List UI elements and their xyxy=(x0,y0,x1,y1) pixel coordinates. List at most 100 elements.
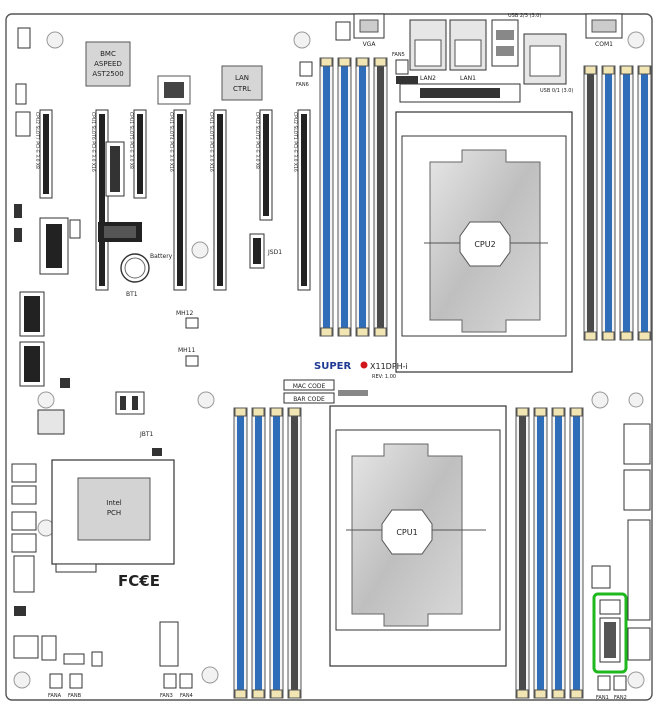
dimm-slot xyxy=(601,65,616,341)
dimm-slot xyxy=(619,65,634,341)
jbt1-jumper xyxy=(152,448,162,456)
usb-ports-label: USB 0/1 (3.0) xyxy=(540,88,573,94)
dimm-slot xyxy=(287,407,302,699)
fanb-header xyxy=(69,673,83,689)
mac-code-label xyxy=(283,379,335,391)
battery-label: Battery xyxy=(150,253,173,260)
mounting-hole xyxy=(13,671,31,689)
left-components: Battery BT1 MH12 MH11 JBT1 JSD1 xyxy=(14,27,282,456)
jumper xyxy=(69,219,81,239)
brand: SUPER X11DPH-i REV: 1.00 MAC CODE BAR CO… xyxy=(283,361,408,404)
dimm-slot xyxy=(319,57,334,337)
dimm-slot xyxy=(569,407,584,699)
io-bracket-core xyxy=(420,88,500,98)
pcie-slot-label: CPU2 SLOT1 PCI-E 3.0 X16 xyxy=(292,112,298,172)
mounting-hole xyxy=(46,31,64,49)
jsd1-core xyxy=(253,238,261,264)
lan-ctrl-label-2: CTRL xyxy=(233,85,251,93)
bar-code-text: BAR CODE xyxy=(293,396,325,403)
pcie-slot: CPU1 SLOT6 PCI-E 3.0 X16 xyxy=(90,109,109,291)
bottom-fans: FANA FANB FAN3 FAN4 FAN1 FAN2 xyxy=(48,673,627,701)
power-connectors xyxy=(591,423,651,661)
header-connector xyxy=(335,21,351,41)
fanb-label: FANB xyxy=(68,693,82,699)
pcie-slot: CPU1 SLOT4 PCI-E 3.0 X16 xyxy=(168,109,187,291)
dimm-slots xyxy=(233,57,652,699)
jpwr3-connector xyxy=(623,423,651,465)
mounting-hole xyxy=(201,666,219,684)
model-name: X11DPH-i xyxy=(370,362,408,371)
mac-code-text: MAC CODE xyxy=(293,383,326,390)
fana-header xyxy=(49,673,63,689)
dimm-slot xyxy=(233,407,248,699)
usb-port xyxy=(496,30,514,40)
m2-socket-core xyxy=(46,224,62,268)
pcie-slots: CPU2 SLOT7 PCI-E 3.0 X8 CPU1 SLOT6 PCI-E … xyxy=(34,109,311,291)
lan-ctrl-label-1: LAN xyxy=(235,74,249,82)
mounting-holes xyxy=(13,31,645,689)
front-panel-header xyxy=(592,592,628,674)
pcie-slot: CPU1 SLOT5 PCI-E 3.0 X8 xyxy=(128,109,147,199)
highlight-box xyxy=(592,592,628,674)
dimm-slot xyxy=(583,65,598,341)
bmc-label-3: AST2500 xyxy=(92,70,123,78)
m2-socket-2-core xyxy=(24,296,40,332)
com1-port-core xyxy=(591,19,617,33)
mounting-hole xyxy=(628,392,644,408)
sata-port xyxy=(11,463,37,483)
fan3-header xyxy=(163,673,177,689)
dimm-slot xyxy=(551,407,566,699)
bar-code-label xyxy=(283,392,335,404)
mounting-hole xyxy=(197,391,215,409)
usb-header xyxy=(13,635,39,659)
barcode-strip xyxy=(338,390,368,396)
lan2-port-core xyxy=(454,39,482,67)
pch-label-2: PCH xyxy=(107,509,121,517)
bmc-chip: BMC ASPEED AST2500 xyxy=(85,41,131,87)
pcie-slot-label: CPU2 SLOT7 PCI-E 3.0 X8 xyxy=(34,112,40,169)
cpu1-label: CPU1 xyxy=(396,528,417,537)
sata-connectors xyxy=(11,463,103,667)
pcie-slot-label: CPU1 SLOT4 PCI-E 3.0 X16 xyxy=(168,112,174,172)
header-connector xyxy=(599,599,621,615)
pcie-slot-label: CPU1 SLOT3 PCI-E 3.0 X16 xyxy=(208,112,214,172)
brand-name: SUPER xyxy=(314,361,351,372)
header-connector xyxy=(591,565,611,589)
mounting-hole xyxy=(591,391,609,409)
fan6-label: FAN6 xyxy=(296,82,309,88)
fan1-label: FAN1 xyxy=(596,695,609,701)
mh11-header xyxy=(185,355,199,367)
dimm-slot xyxy=(515,407,530,699)
mounting-hole xyxy=(37,391,55,409)
pcie-slot-label: CPU1 SLOT6 PCI-E 3.0 X16 xyxy=(90,112,96,172)
lan-controller: LAN CTRL xyxy=(221,65,263,101)
pcie-slot-label: CPU2 SLOT2 PCI-E 3.0 X8 xyxy=(254,112,260,169)
com1-label: COM1 xyxy=(595,41,613,48)
bmc-label-1: BMC xyxy=(100,50,116,58)
header-connector xyxy=(91,651,103,667)
jbt1-label: JBT1 xyxy=(139,431,154,438)
bmc-label-2: ASPEED xyxy=(94,60,122,68)
jumper-pin xyxy=(132,396,138,410)
cpu2-label: CPU2 xyxy=(474,240,495,249)
top-io: VGA LAN2 LAN1 USB 2/3 (3.0) USB 0/1 (3.0… xyxy=(296,13,623,103)
mh12-label: MH12 xyxy=(176,310,194,317)
header-connector xyxy=(63,653,85,665)
cpu1-socket: CPU1 xyxy=(329,405,507,667)
lan1-port-core xyxy=(414,39,442,67)
pcie-slot: CPU2 SLOT2 PCI-E 3.0 X8 xyxy=(254,109,273,221)
mounting-hole xyxy=(627,671,645,689)
header-connector xyxy=(15,111,31,137)
pch-chip: Intel PCH xyxy=(51,459,175,573)
fan5-label: FAN5 xyxy=(392,52,405,58)
small-chip-core xyxy=(164,82,184,98)
jumper xyxy=(14,606,26,616)
sata-port xyxy=(11,485,37,505)
jpwr2-connector xyxy=(623,469,651,511)
fan1-header xyxy=(597,675,611,691)
mh11-label: MH11 xyxy=(178,347,196,354)
jumper xyxy=(14,204,22,218)
dimm-slot xyxy=(251,407,266,699)
board-revision: REV: 1.00 xyxy=(372,374,396,380)
